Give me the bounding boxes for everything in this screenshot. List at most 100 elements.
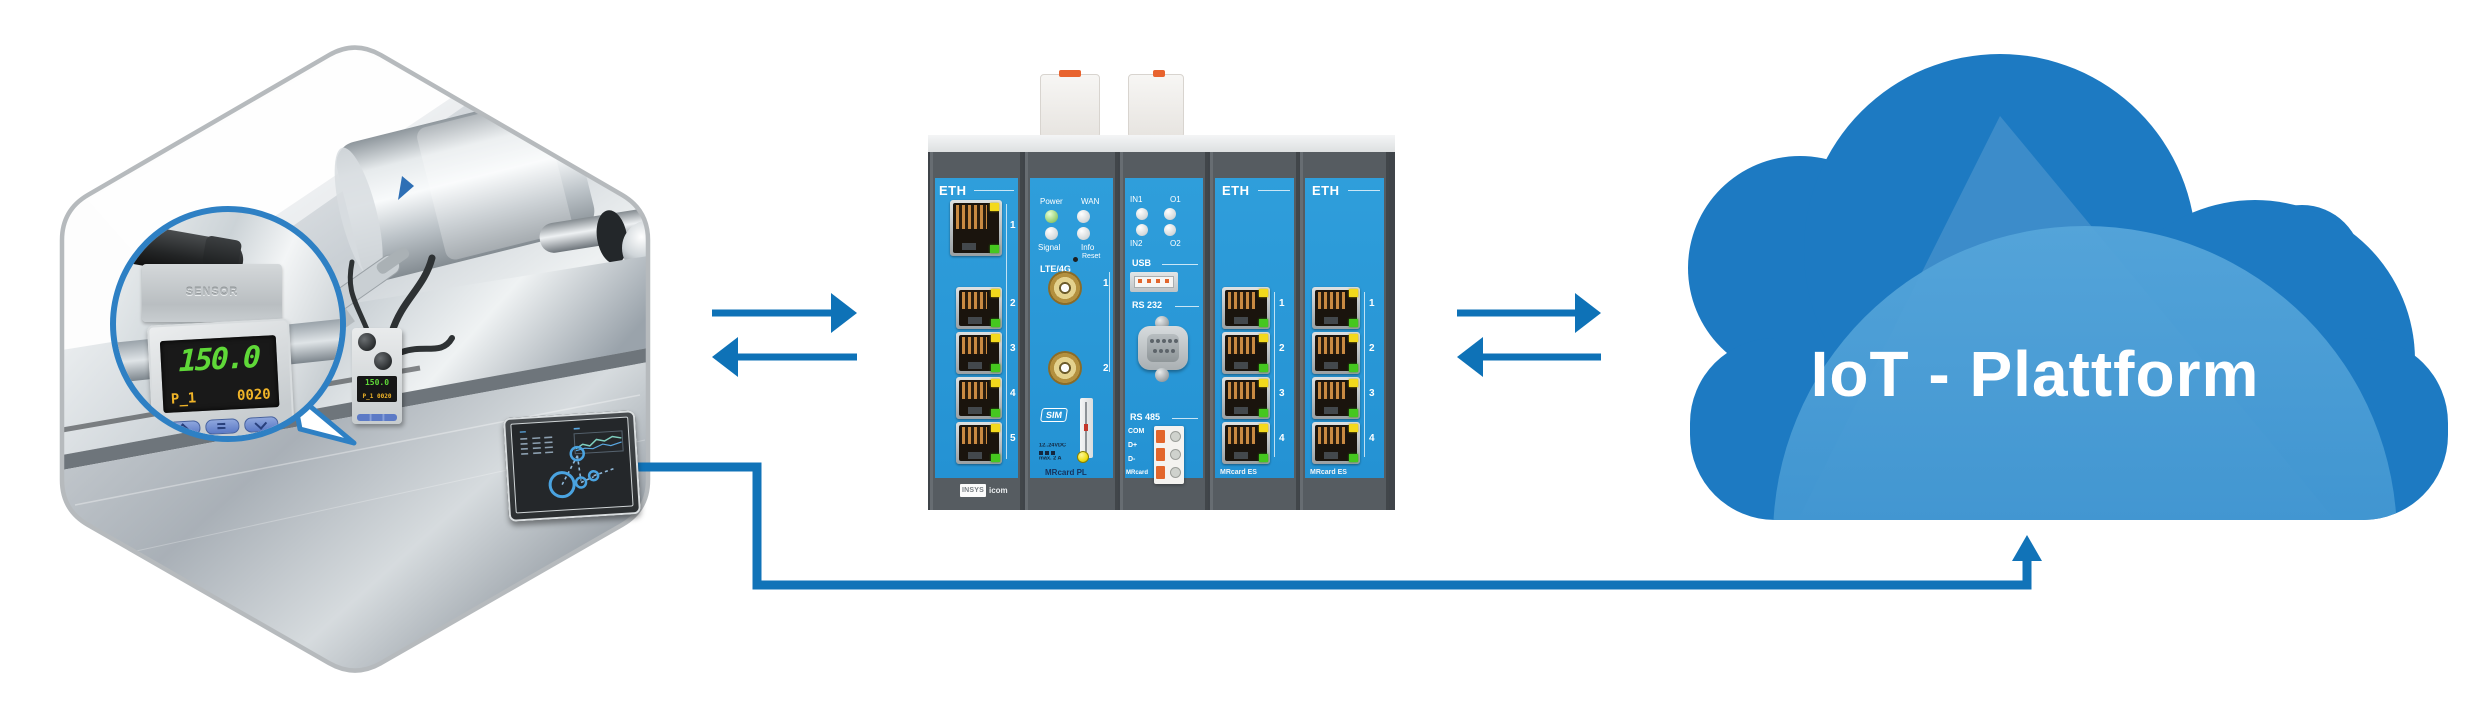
sensor-tag-label: SENSOR: [185, 286, 239, 298]
sensor-param-value: 0020: [236, 386, 272, 405]
iot-cloud: IoT - Plattform: [1688, 54, 2448, 520]
brand-logo: INSYS: [960, 484, 986, 497]
antenna-number: 2: [1103, 363, 1109, 374]
chevron-down-icon: [254, 417, 268, 430]
label-line: [1172, 418, 1198, 419]
arrow-left-icon: [1457, 337, 1601, 377]
port-number: 5: [1010, 433, 1016, 444]
chevron-up-icon: [176, 423, 190, 436]
port-number: 2: [1010, 298, 1016, 309]
terminal-hole: [1170, 431, 1181, 442]
port-bracket-line: [1006, 204, 1007, 459]
o2-label: O2: [1170, 239, 1181, 248]
rs232-label: RS 232: [1132, 300, 1163, 310]
mini-sensor-value: 150.0: [364, 378, 390, 387]
hmi-screen: [510, 416, 634, 514]
port-number: 4: [1369, 433, 1375, 444]
sensor-knob: [374, 352, 392, 370]
sensor-cable: [388, 254, 436, 336]
port-number: 3: [1369, 388, 1375, 399]
hmi-mini-chart: [573, 427, 624, 455]
eth-group-label: ETH: [939, 183, 967, 198]
in2-led: [1136, 224, 1148, 236]
terminal-lever: [1156, 430, 1165, 443]
sensor-cable: [399, 335, 455, 355]
mini-sensor-buttons: [357, 414, 397, 421]
port-bracket-line: [1274, 292, 1275, 457]
hmi-panel: [502, 410, 642, 522]
sensor-connector-block: SENSOR: [142, 264, 282, 322]
sensor-main-value: 150.0: [178, 339, 260, 380]
set-button: [205, 418, 240, 435]
wan-led-label: WAN: [1081, 197, 1100, 206]
eth-port: [950, 200, 1002, 256]
brand-suffix: icom: [989, 486, 1008, 495]
in1-label: IN1: [1130, 195, 1143, 204]
port-number: 2: [1279, 343, 1285, 354]
sensor-knob: [358, 333, 376, 351]
power-connector-block: [1128, 70, 1184, 138]
card-type-label: MRcard PL: [1045, 468, 1087, 477]
eth-group-label: ETH: [1312, 183, 1340, 198]
mini-sensor-subvalue: P_1 0020: [362, 393, 392, 400]
probe-arrow-icon: [398, 176, 414, 200]
o2-led: [1164, 224, 1176, 236]
mini-sensor-screen: 150.0 P_1 0020: [357, 376, 397, 402]
dc-symbol-icon: [1039, 451, 1055, 455]
arrow-left-icon: [712, 337, 857, 377]
sim-label: SIM: [1040, 408, 1068, 422]
eth-port: [1222, 287, 1270, 329]
eth-port: [956, 377, 1002, 419]
rs485-terminal-block: [1154, 426, 1184, 484]
sync-arrows-right: [1457, 293, 1601, 377]
card-type-label: MRcard ES: [1310, 469, 1347, 476]
module-cpu-eth: ETH 1 2 3 4: [930, 152, 1023, 510]
label-line: [1175, 306, 1199, 307]
module-lte: Power WAN Signal Info Reset LTE/4G 1 2 S…: [1025, 152, 1118, 510]
sensor-param-label: P_1: [170, 390, 197, 408]
info-led: [1077, 227, 1090, 240]
eth-port: [956, 287, 1002, 329]
usb-label: USB: [1132, 258, 1152, 268]
info-led-label: Info: [1081, 243, 1095, 252]
graph-node-medium: [569, 445, 586, 462]
card-type-label: MRcard: [1126, 470, 1149, 476]
label-line: [1258, 190, 1290, 191]
eth-port: [956, 422, 1002, 464]
power-rating-text2: max. 2 A: [1039, 456, 1062, 462]
port-number: 4: [1279, 433, 1285, 444]
in1-led: [1136, 208, 1148, 220]
rs232-db9-connector: [1134, 316, 1192, 382]
arrow-right-icon: [1457, 293, 1601, 333]
antenna-number: 1: [1103, 278, 1109, 289]
sensor-callout: SENSOR 150.0 P_1 0020: [110, 206, 346, 442]
port-number: 1: [1369, 298, 1375, 309]
power-led: [1045, 210, 1058, 223]
power-connector-block: [1040, 70, 1100, 138]
radio-label: LTE/4G: [1040, 264, 1071, 274]
o1-label: O1: [1170, 195, 1181, 204]
hmi-data-table: [519, 430, 554, 455]
brushed-streak: [74, 394, 641, 506]
hmi-node-graph: [548, 445, 615, 499]
reset-label: Reset: [1082, 253, 1101, 260]
graph-node-large: [548, 471, 576, 499]
power-led-label: Power: [1040, 197, 1063, 206]
o1-led: [1164, 208, 1176, 220]
hmi-dashboard-graphic: [519, 427, 624, 499]
terminal-lever: [1156, 448, 1165, 461]
graph-node-small: [574, 476, 588, 489]
label-line: [1348, 190, 1380, 191]
label-line: [974, 190, 1014, 191]
sensor-display-screen: 150.0 P_1 0020: [159, 335, 280, 414]
usb-port: [1130, 272, 1178, 292]
reset-pinhole: [1073, 257, 1078, 262]
router-body: MRX ETH 1 2 3: [928, 152, 1395, 510]
rs485-label: RS 485: [1130, 412, 1161, 422]
db9-screw: [1155, 368, 1169, 382]
mini-sensor-device: 150.0 P_1 0020: [352, 328, 402, 424]
wan-led: [1077, 210, 1090, 223]
power-rating-text: 12..24VDC: [1039, 443, 1067, 449]
eth-port: [1312, 287, 1360, 329]
